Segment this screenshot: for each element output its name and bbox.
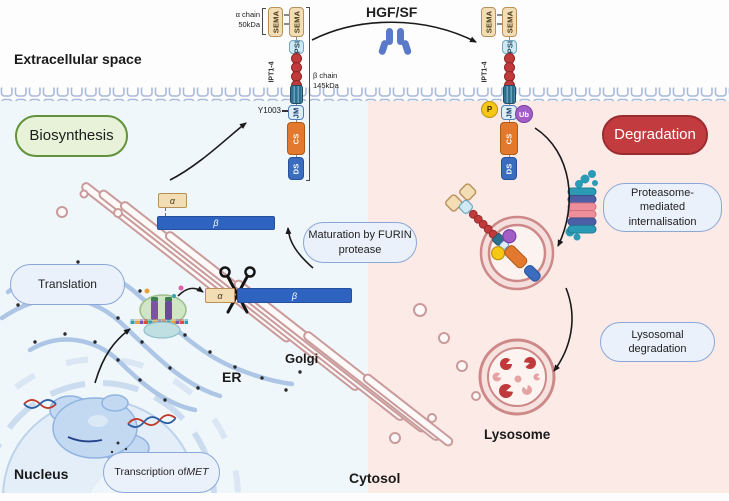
alpha-chain-box-precursor: α: [205, 288, 235, 303]
ubiquitin-badge: Ub: [515, 105, 533, 123]
jm-label: JM: [291, 107, 301, 118]
sema-label: SEMA: [292, 10, 301, 34]
beta-chain-bracket: [306, 7, 310, 181]
sema-domain-alpha-left: SEMA: [268, 7, 283, 37]
hgf-label: HGF/SF: [366, 4, 418, 20]
cs-label: CS: [504, 133, 514, 144]
ds-label: DS: [504, 163, 514, 174]
beta-chain-bar-cleaved: β: [157, 216, 275, 230]
transcription-text: Transcription of: [114, 465, 187, 478]
ds-domain-left: DS: [288, 157, 304, 180]
flow-arrows: [94, 21, 573, 384]
jm-label: JM: [504, 107, 514, 118]
degradation-badge: Degradation: [602, 115, 708, 155]
maturation-pill: Maturation by FURIN protease: [303, 222, 417, 263]
disulfide-dash: [497, 14, 502, 16]
hgf-ligand-icon: [378, 28, 412, 55]
beta-chain-bar-precursor: β: [237, 288, 352, 303]
alpha-chain-box-cleaved: α: [158, 193, 187, 208]
sema-label: SEMA: [484, 10, 493, 34]
alpha-beta-link-dash: [165, 208, 166, 216]
arrow-furin-to-bar: [285, 227, 314, 269]
biosynthesis-badge: Biosynthesis: [15, 115, 128, 157]
y1003-label: Y1003: [257, 106, 281, 115]
psi-label: PSI: [292, 40, 301, 54]
ipt-range-label-left: IPT1-4: [268, 61, 276, 83]
cytosol-label: Cytosol: [349, 470, 401, 486]
er-label: ER: [222, 369, 242, 385]
ipt-range-label-right: IPT1-4: [481, 61, 489, 83]
arrow-nucleus-to-er: [94, 328, 131, 384]
y1003-tick: [282, 110, 288, 112]
extracellular-space-label: Extracellular space: [14, 51, 142, 67]
proteasome-icon: [565, 170, 598, 241]
transmembrane-domain-left: [290, 85, 303, 104]
psi-domain-right: PSI: [502, 40, 517, 54]
sema-label: SEMA: [505, 10, 514, 34]
psi-label: PSI: [505, 40, 514, 54]
disulfide-dash: [284, 23, 289, 25]
jm-domain-left: JM: [288, 105, 304, 120]
disulfide-dash: [497, 23, 502, 25]
psi-domain-left: PSI: [289, 40, 304, 54]
transcription-pill: Transcription of MET: [103, 452, 220, 493]
cs-domain-left: CS: [287, 122, 305, 155]
sema-domain-beta-left: SEMA: [289, 7, 304, 37]
ds-domain-right: DS: [501, 157, 517, 180]
disulfide-dash: [284, 14, 289, 16]
lysosomal-degradation-pill: Lysosomal degradation: [600, 322, 715, 362]
arrow-endosome-to-lysosome: [553, 287, 573, 372]
alpha-chain-bracket: [262, 8, 266, 35]
lysosome-icon: [478, 338, 556, 416]
arrow-hgf-binding: [311, 21, 477, 43]
sema-label: SEMA: [271, 10, 280, 34]
nucleus-label: Nucleus: [14, 466, 69, 482]
phosphate-badge: P: [481, 101, 498, 118]
ds-label: DS: [291, 163, 301, 174]
transcription-gene: MET: [186, 465, 209, 478]
cs-domain-right: CS: [500, 122, 518, 155]
plasma-membrane-icon: [0, 87, 729, 101]
ribosome-icon: [130, 285, 188, 339]
cs-label: CS: [291, 133, 301, 144]
arrow-ribosome-to-protein: [177, 286, 204, 297]
sema-domain-alpha-right: SEMA: [481, 7, 496, 37]
lysosome-label: Lysosome: [484, 427, 551, 442]
translation-pill: Translation: [10, 264, 125, 305]
arrow-receptor-to-endosome: [534, 127, 570, 247]
transmembrane-domain-right: [503, 85, 516, 104]
beta-chain-label: β chain 145kDa: [313, 71, 339, 90]
golgi-label: Golgi: [285, 351, 319, 366]
alpha-chain-label: α chain 50kDa: [235, 10, 260, 29]
internalised-receptor-icon: [445, 183, 541, 282]
sema-domain-beta-right: SEMA: [502, 7, 517, 37]
proteasome-pill: Proteasome- mediated internalisation: [603, 183, 722, 232]
arrow-golgi-to-membrane: [169, 122, 247, 181]
